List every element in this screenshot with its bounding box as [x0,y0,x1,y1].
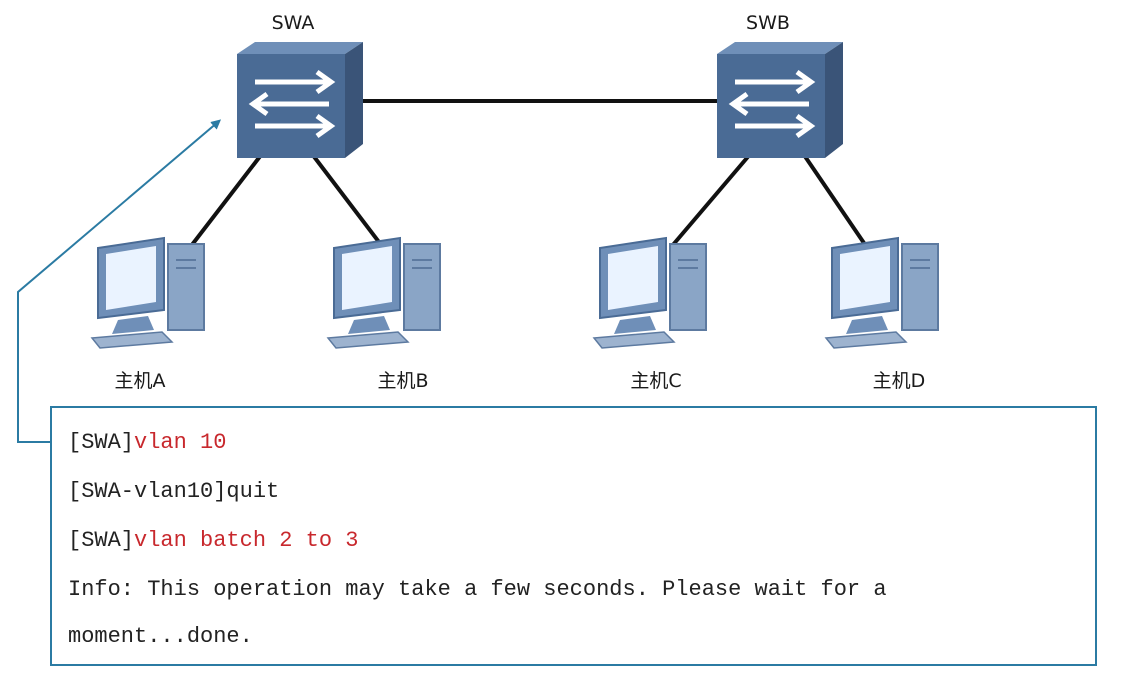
host-label-d: 主机D [872,370,926,392]
cli-command: vlan 10 [134,430,227,455]
cli-line: [SWA-vlan10]quit [68,479,279,504]
cli-command: vlan batch 2 to 3 [134,528,359,553]
switch-label-swa: SWA [271,12,315,34]
switch-icon [717,42,843,158]
link-swa-host-a [186,144,270,252]
cli-prompt: [SWA] [68,430,135,455]
cli-prompt: moment...done. [68,624,253,649]
link-swa-host-b [310,152,384,248]
switch-icon [237,42,363,158]
cli-line: Info: This operation may take a few seco… [68,577,887,602]
computer-icon [824,236,939,349]
host-label-b: 主机B [377,370,429,392]
switch-label-swb: SWB [746,12,790,34]
cli-line: [SWA]vlan 10 [68,430,226,455]
cli-prompt: [SWA] [68,528,135,553]
link-swb-host-d [800,150,868,248]
computer-icon [90,236,205,349]
callout-arrow [17,119,222,443]
link-swb-host-c [670,150,754,248]
cli-prompt: [SWA-vlan10]quit [68,479,280,504]
computer-icon [326,236,441,349]
cli-line: moment...done. [68,624,253,649]
cli-line: [SWA]vlan batch 2 to 3 [68,528,358,553]
computer-icon [592,236,707,349]
host-label-c: 主机C [630,370,682,392]
cli-console-box: [SWA]vlan 10 [SWA-vlan10]quit [SWA]vlan … [50,406,1097,666]
cli-prompt: Info: This operation may take a few seco… [68,577,887,602]
host-label-a: 主机A [114,370,166,392]
